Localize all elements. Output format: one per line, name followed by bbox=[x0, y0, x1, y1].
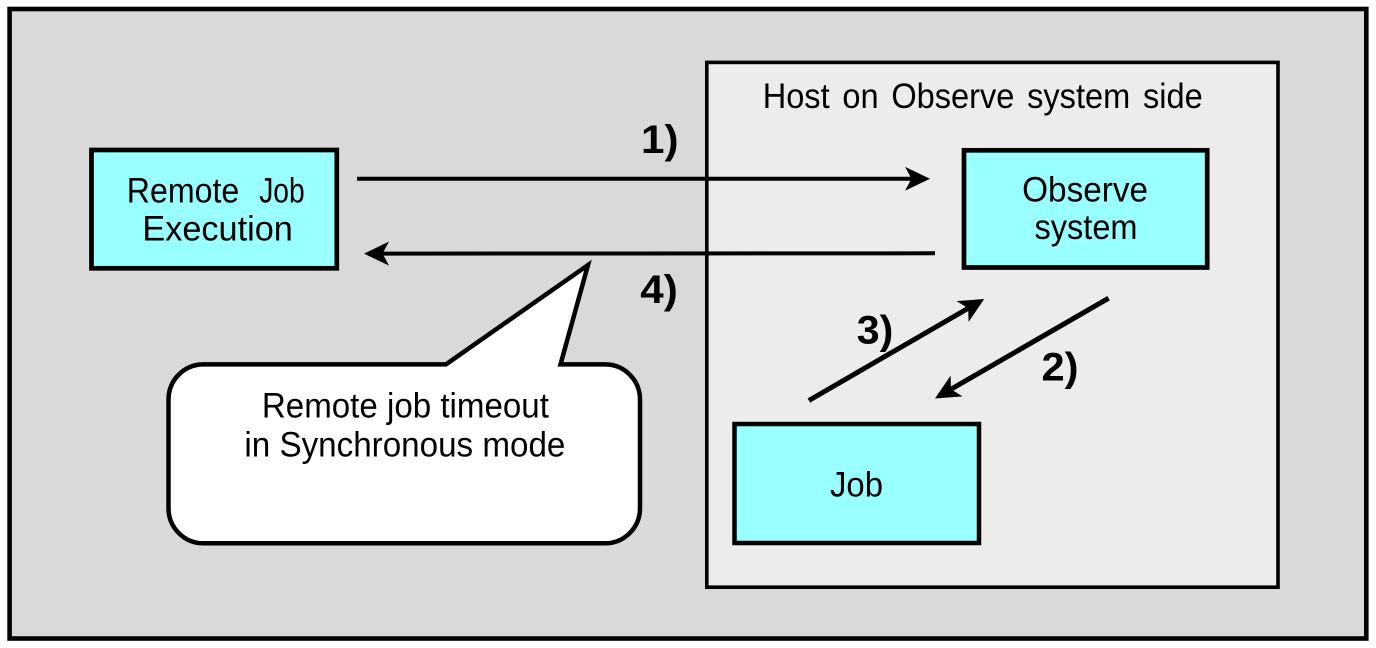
svg-text:Job: Job bbox=[830, 465, 883, 504]
svg-text:Observe: Observe bbox=[1022, 171, 1148, 210]
svg-text:Job: Job bbox=[259, 171, 305, 210]
svg-text:2): 2) bbox=[1042, 345, 1079, 389]
svg-text:Remote job timeout: Remote job timeout bbox=[262, 386, 549, 425]
svg-text:Remote: Remote bbox=[127, 171, 240, 210]
svg-text:3): 3) bbox=[857, 309, 894, 353]
svg-text:Execution: Execution bbox=[142, 210, 293, 249]
svg-text:1): 1) bbox=[641, 118, 679, 162]
svg-text:Host on Observe system side: Host on Observe system side bbox=[763, 77, 1203, 116]
svg-text:4): 4) bbox=[640, 268, 678, 312]
svg-text:in Synchronous mode: in Synchronous mode bbox=[244, 426, 565, 465]
svg-text:system: system bbox=[1035, 208, 1138, 247]
